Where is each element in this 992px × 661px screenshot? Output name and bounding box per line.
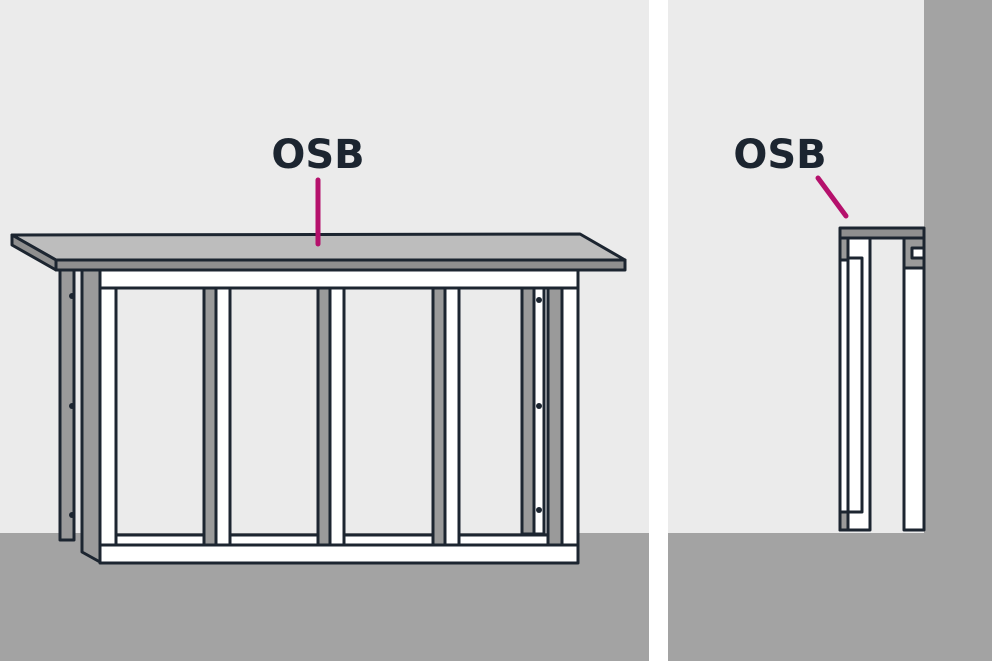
back-stud (520, 286, 536, 536)
stud-frame (58, 263, 580, 565)
back-stud (532, 286, 546, 536)
osb-board-end (10, 233, 58, 272)
osb-board (10, 232, 627, 272)
wall-pillar (924, 0, 992, 533)
bottom-plate (98, 543, 580, 565)
panel-divider (649, 0, 668, 661)
floor (668, 533, 992, 661)
screw-marks (69, 293, 542, 518)
osb-board-section (838, 226, 926, 240)
back-stud (58, 263, 76, 542)
stud-side (202, 286, 218, 547)
stud-face (214, 286, 232, 547)
section-frame (838, 226, 926, 532)
osb-leader-line (815, 175, 849, 219)
end-stud-side (80, 268, 102, 564)
end-stud-side (546, 286, 564, 547)
stud-face (328, 286, 346, 547)
osb-label: OSB (733, 132, 826, 178)
stud-edge (838, 510, 850, 532)
front-view-illustration: OSB (0, 0, 649, 661)
stud-side (316, 286, 332, 547)
stud-section (902, 236, 926, 532)
osb-board-front (54, 258, 627, 272)
stud-side (431, 286, 447, 547)
end-stud-face (98, 268, 118, 564)
section-view-illustration: OSB (668, 0, 992, 661)
stud-face (443, 286, 461, 547)
end-stud-face (560, 286, 580, 547)
osb-label: OSB (271, 132, 364, 178)
top-plate (98, 268, 580, 290)
stud-section-inner (846, 256, 864, 514)
stud-notch (910, 246, 926, 260)
stud-edge (838, 236, 850, 262)
section-view-panel: OSB (668, 0, 992, 661)
front-view-panel: OSB (0, 0, 649, 661)
